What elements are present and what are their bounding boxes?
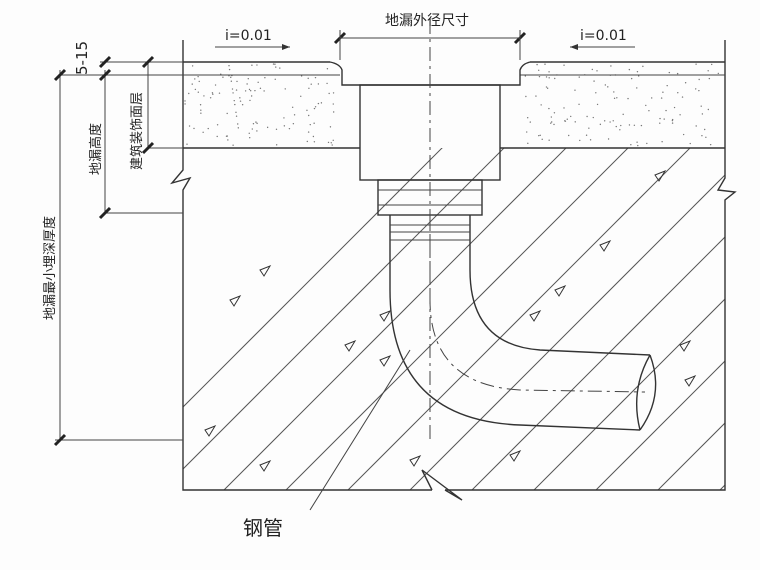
aggregate-mark: [654, 169, 667, 182]
aggregate-mark: [409, 454, 422, 467]
drain-height-label: 地漏高度: [88, 123, 104, 175]
aggregate-mark: [529, 309, 542, 322]
slope-right-label: i=0.01: [580, 28, 627, 44]
aggregate-mark: [379, 354, 392, 367]
hatch-line: [183, 148, 543, 490]
aggregate-mark: [679, 339, 692, 352]
slope-left-label: i=0.01: [225, 28, 272, 44]
drain-outer-diameter-label: 地漏外径尺寸: [385, 13, 469, 29]
aggregate-mark: [599, 239, 612, 252]
dimension-lines: [53, 30, 635, 511]
hatch-line: [719, 148, 725, 490]
decoration-layer-speckle: [184, 63, 720, 147]
min-burial-depth-label: 地漏最小埋深厚度: [42, 216, 58, 320]
aggregate-mark: [554, 284, 567, 297]
hatch-line: [657, 148, 725, 490]
aggregate-mark: [204, 424, 217, 437]
aggregate-mark: [684, 374, 697, 387]
aggregate-mark: [344, 339, 357, 352]
steel-pipe-label: 钢管: [243, 516, 283, 540]
aggregate-mark: [509, 449, 522, 462]
hatch-line: [533, 148, 725, 490]
dim-5-15-label: 5-15: [73, 41, 91, 75]
concrete-hatching: [183, 148, 725, 490]
hatch-line: [285, 148, 667, 490]
aggregate-mark: [229, 294, 242, 307]
slab-outline: [169, 40, 737, 501]
hatch-line: [183, 148, 481, 490]
decoration-layer-label: 建筑装饰面层: [129, 92, 145, 170]
aggregate-mark: [259, 264, 272, 277]
hatch-line: [595, 148, 725, 490]
aggregate-mark: [379, 309, 392, 322]
aggregate-mark: [259, 459, 272, 472]
steel-pipe: [389, 215, 657, 431]
hatch-line: [223, 148, 605, 490]
hatch-line: [471, 148, 725, 490]
hatch-line: [409, 148, 725, 490]
hatch-line: [347, 148, 725, 490]
